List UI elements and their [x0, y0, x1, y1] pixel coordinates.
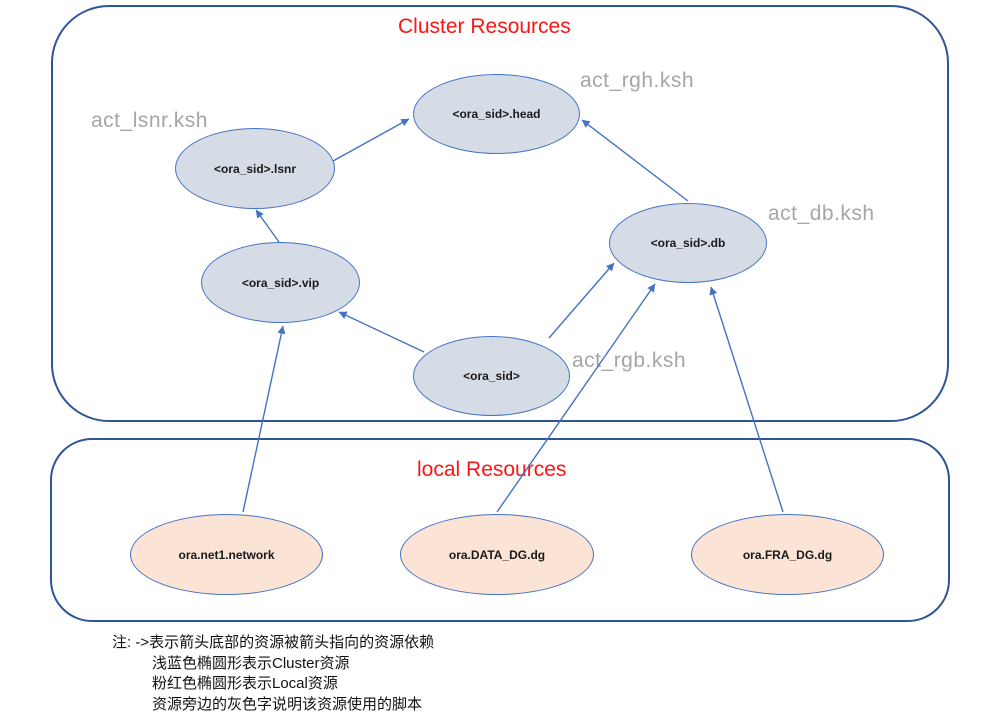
- node-label: <ora_sid>.head: [452, 107, 541, 121]
- script-label-act-db: act_db.ksh: [768, 202, 875, 225]
- node-ora-data-dg: ora.DATA_DG.dg: [400, 514, 594, 595]
- node-ora-sid-lsnr: <ora_sid>.lsnr: [175, 128, 335, 209]
- node-label: <ora_sid>.vip: [241, 275, 320, 290]
- node-ora-sid-vip: <ora_sid>.vip: [201, 242, 360, 323]
- note-line: 资源旁边的灰色字说明该资源使用的脚本: [152, 695, 423, 713]
- script-label-act-rgh: act_rgh.ksh: [580, 69, 695, 92]
- script-label-act-lsnr: act_lsnr.ksh: [91, 109, 208, 132]
- node-label: ora.FRA_DG.dg: [742, 547, 833, 562]
- node-label: <ora_sid>: [463, 369, 520, 383]
- node-label: ora.net1.network: [178, 547, 275, 562]
- local-resources-title: local Resources: [417, 458, 567, 481]
- node-ora-sid-db: <ora_sid>.db: [609, 203, 767, 283]
- node-label: <ora_sid>.db: [650, 236, 726, 250]
- node-label: ora.DATA_DG.dg: [448, 547, 546, 562]
- note-line: 粉红色椭圆形表示Local资源: [152, 675, 338, 692]
- node-ora-fra-dg: ora.FRA_DG.dg: [691, 514, 884, 595]
- node-label: <ora_sid>.lsnr: [213, 161, 297, 176]
- note-line: 浅蓝色椭圆形表示Cluster资源: [152, 654, 350, 672]
- script-label-act-rgb: act_rgb.ksh: [572, 349, 687, 372]
- legend-notes: 注: ->表示箭头底部的资源被箭头指向的资源依赖 浅蓝色椭圆形表示Cluster…: [112, 633, 434, 715]
- cluster-resources-title: Cluster Resources: [398, 15, 571, 38]
- node-ora-sid: <ora_sid>: [413, 336, 570, 416]
- node-ora-net1-network: ora.net1.network: [130, 514, 323, 595]
- note-line: 注: ->表示箭头底部的资源被箭头指向的资源依赖: [112, 634, 435, 651]
- node-ora-sid-head: <ora_sid>.head: [413, 74, 580, 154]
